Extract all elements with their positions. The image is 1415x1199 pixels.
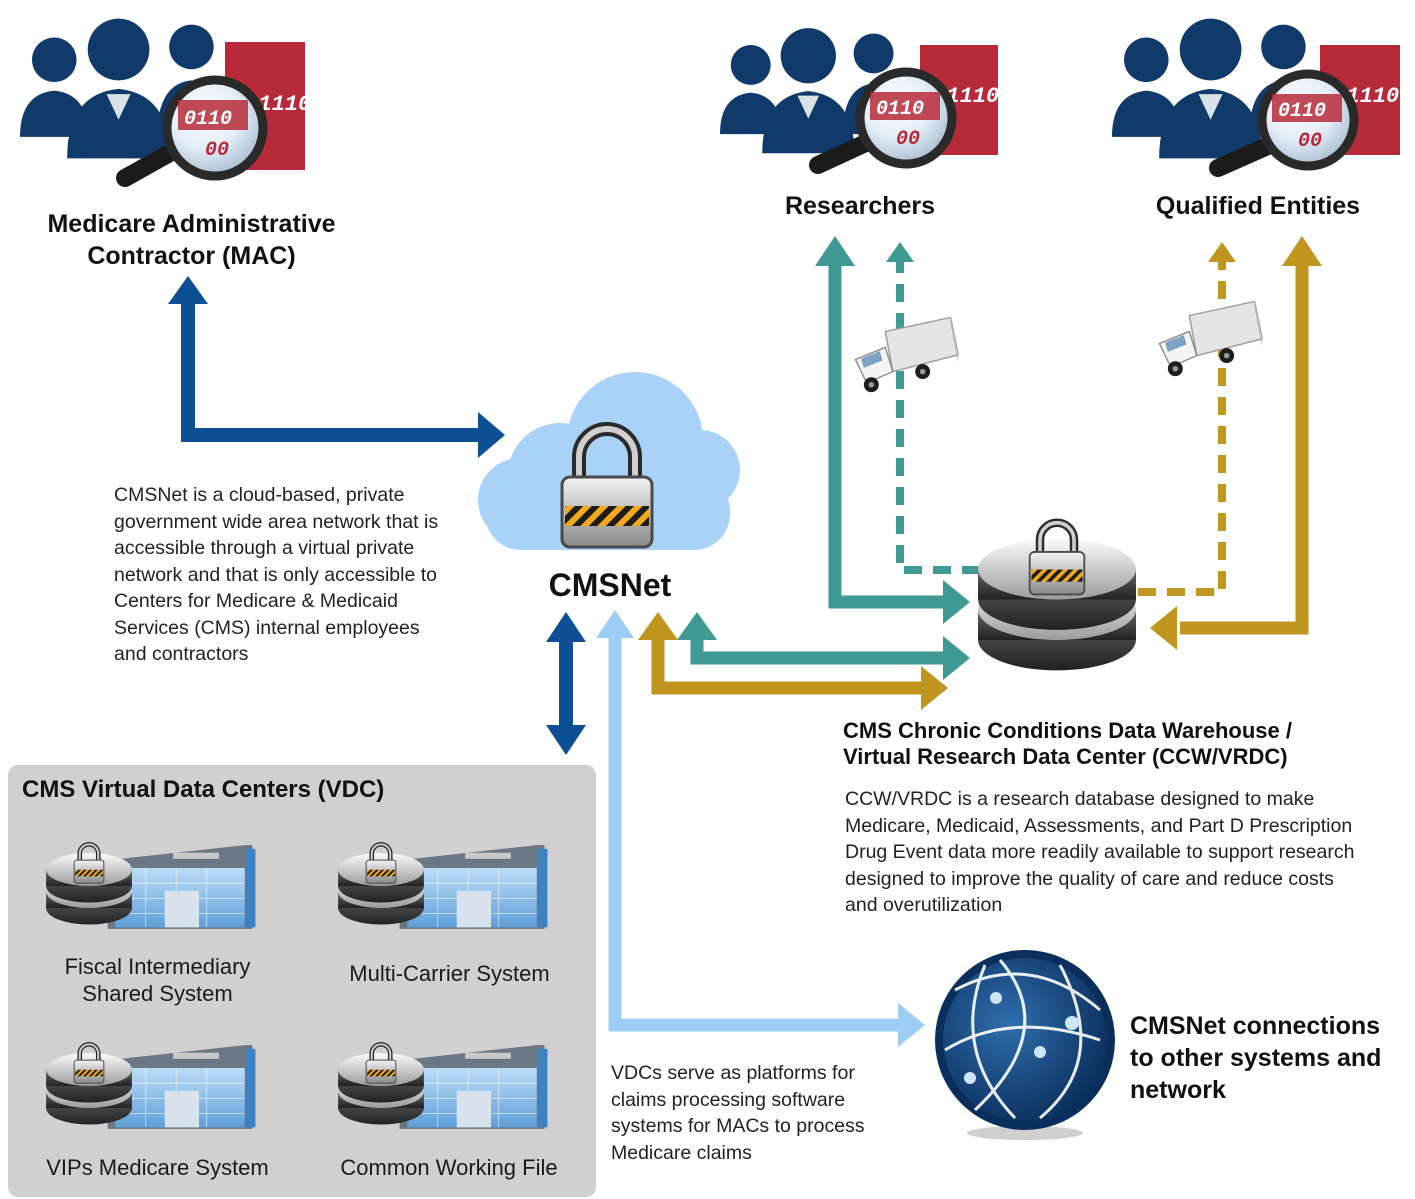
qualified-entities-magnifier-icon: 0110 00 [1209, 69, 1359, 177]
ccw-researchers-dashed [896, 262, 980, 574]
vdc-system-vms: VIPs Medicare System [25, 1154, 290, 1181]
fiss-line1: Fiscal Intermediary [64, 954, 251, 979]
cmsnet-arrowhead-left [478, 412, 505, 458]
researchers-magnifier-tile: 0110 [876, 98, 924, 121]
cmsnet-desc-line: accessible through a virtual private [114, 537, 415, 559]
ccw-title-line1: CMS Chronic Conditions Data Warehouse / [843, 718, 1292, 743]
ccw-qe-arrow [1180, 260, 1309, 635]
mac-arrowhead-up [168, 276, 208, 304]
mac-magnifier-tile-2: 00 [205, 139, 229, 162]
cmsnet-description: CMSNet is a cloud-based, private governm… [114, 482, 494, 668]
vdc-panel-title: CMS Virtual Data Centers (VDC) [22, 776, 385, 803]
fiss-line2: Shared System [82, 981, 233, 1006]
ccw-database-icon [978, 523, 1136, 671]
network-globe-icon [935, 950, 1115, 1140]
network-label-line1: CMSNet connections [1130, 1012, 1381, 1040]
vdc-desc-line: systems for MACs to process [611, 1115, 865, 1137]
qe-magnifier-tile: 0110 [1278, 100, 1326, 123]
cmsnet-desc-line: Services (CMS) internal employees [114, 616, 420, 639]
qualified-entities-label: Qualified Entities [1155, 192, 1361, 220]
ccw-desc-line: Drug Event data more readily available t… [845, 841, 1355, 863]
mac-people-icon: 0111100 0110 00 [20, 18, 324, 187]
vdc-system-cwf: Common Working File [318, 1154, 580, 1181]
network-connections-label: CMSNet connections to other systems and … [1130, 1010, 1410, 1106]
mac-cmsnet-arrow [181, 300, 480, 442]
mcs-line1: Multi-Carrier System [349, 961, 550, 986]
mac-label-line1: Medicare Administrative [47, 210, 336, 238]
network-label-line2: to other systems and [1130, 1044, 1382, 1072]
ccw-desc-line: designed to improve the quality of care … [845, 867, 1334, 890]
cmsnet-label: CMSNet [548, 567, 672, 603]
vdc-desc-line: VDCs serve as platforms for [611, 1062, 855, 1084]
researchers-magnifier-icon: 0110 00 [809, 67, 957, 174]
cmsnet-desc-line: Centers for Medicare & Medicaid [114, 590, 398, 612]
ccw-researchers-arrow [828, 260, 945, 609]
ccw-desc-line: Medicare, Medicaid, Assessments, and Par… [845, 814, 1353, 837]
mac-magnifier-icon: 0110 00 [116, 75, 268, 187]
cmsnet-ccw-gold-arrow [651, 632, 925, 695]
cmsnet-desc-line: government wide area network that is [114, 510, 439, 533]
cmsnet-ccw-teal-arrow [690, 632, 945, 665]
mac-label-line2: Contractor (MAC) [87, 242, 296, 270]
ccw-title-line2: Virtual Research Data Center (CCW/VRDC) [843, 744, 1288, 769]
qe-truck-icon [1158, 300, 1263, 377]
researchers-truck-icon [854, 316, 959, 393]
vdc-desc-line: claims processing software [611, 1088, 846, 1111]
cmsnet-network-arrow [608, 628, 900, 1032]
cmsnet-desc-line: CMSNet is a cloud-based, private [114, 484, 405, 506]
researchers-label: Researchers [784, 192, 936, 220]
vdc-system-mcs: Multi-Carrier System [322, 960, 577, 987]
cmsnet-desc-line: and contractors [114, 643, 249, 665]
cmsnet-cloud-icon [478, 372, 740, 550]
researchers-magnifier-tile-2: 00 [896, 128, 920, 151]
vdc-description: VDCs serve as platforms for claims proce… [611, 1060, 911, 1166]
ccw-title: CMS Chronic Conditions Data Warehouse / … [843, 718, 1403, 770]
mac-magnifier-tile: 0110 [184, 108, 232, 131]
mac-label: Medicare Administrative Contractor (MAC) [0, 208, 383, 272]
cmsnet-desc-line: network and that is only accessible to [114, 563, 438, 586]
vms-line1: VIPs Medicare System [46, 1155, 269, 1180]
ccw-qe-dashed [1138, 262, 1226, 596]
cwf-line1: Common Working File [340, 1155, 558, 1180]
researchers-people-icon: 0111100 0110 00 [720, 28, 1012, 174]
vdc-desc-line: Medicare claims [611, 1141, 752, 1164]
ccw-desc-line: CCW/VRDC is a research database designed… [845, 788, 1315, 810]
qualified-entities-people-icon: 0111100 0110 00 [1112, 18, 1412, 177]
vdc-system-fiss: Fiscal Intermediary Shared System [35, 953, 280, 1007]
qe-magnifier-tile-2: 00 [1298, 130, 1322, 153]
network-label-line3: network [1130, 1076, 1226, 1104]
ccw-desc-line: and overutilization [845, 894, 1003, 916]
ccw-description: CCW/VRDC is a research database designed… [845, 786, 1410, 919]
